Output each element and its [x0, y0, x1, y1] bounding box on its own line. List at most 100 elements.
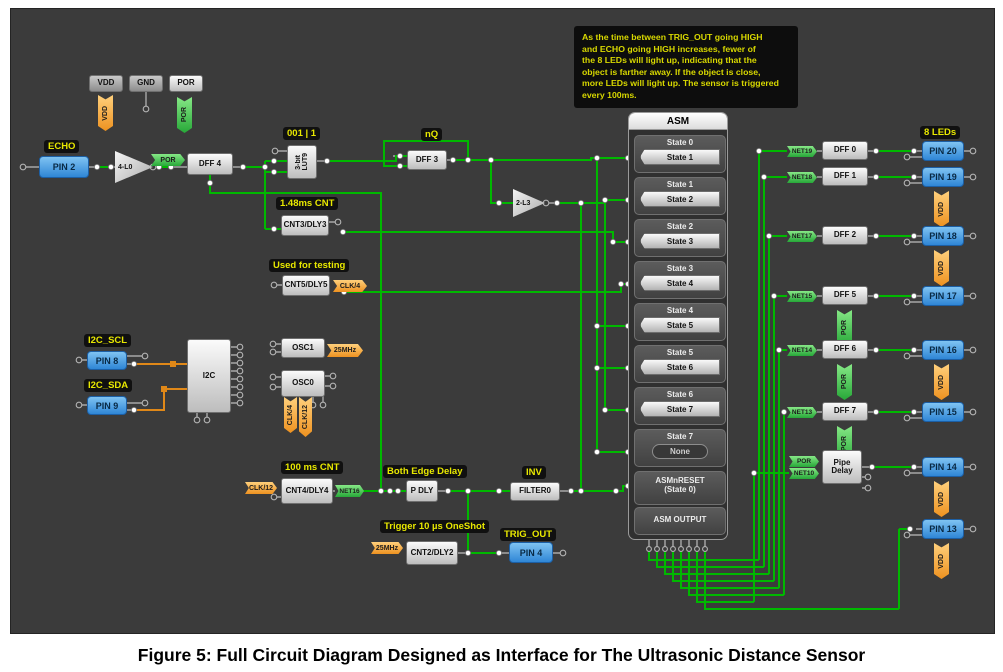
dff6-block[interactable]: DFF 6 [822, 340, 868, 359]
asm-state5-label: State 5 [666, 348, 694, 357]
net-tag-dff6[interactable]: NET14 [787, 345, 817, 356]
dff0-block[interactable]: DFF 0 [822, 141, 868, 160]
cnt2-block[interactable]: CNT2/DLY2 [406, 541, 458, 565]
vdd-tag-pin18[interactable]: VDD [934, 250, 949, 286]
dff2-block[interactable]: DFF 2 [822, 226, 868, 245]
25mhz-dst-tag[interactable]: 25MHz [371, 542, 403, 554]
por-block[interactable]: POR [169, 75, 203, 92]
inverter-2l3[interactable]: 2-L3 [513, 189, 545, 217]
vdd-tag-pin19[interactable]: VDD [934, 191, 949, 227]
asm-state3-label: State 3 [666, 264, 694, 273]
pin8[interactable]: PIN 8 [87, 351, 127, 370]
cnt4-label: 100 ms CNT [281, 461, 344, 474]
wiring-layer [19, 92, 977, 610]
por-tag[interactable]: POR [177, 97, 192, 133]
25mhz-tag[interactable]: 25MHz [327, 344, 363, 357]
asm-state4-next-button[interactable]: State 5 [640, 317, 720, 333]
asm-state7-none-button[interactable]: None [652, 444, 708, 459]
filter0-block[interactable]: FILTER0 [510, 482, 560, 501]
cnt5-block[interactable]: CNT5/DLY5 [282, 275, 330, 296]
asm-state6-next-button[interactable]: State 7 [640, 401, 720, 417]
pin2[interactable]: PIN 2 [39, 156, 89, 178]
net-tag-dff1[interactable]: NET18 [787, 172, 817, 183]
vdd-tag-pin13[interactable]: VDD [934, 543, 949, 579]
leds-header: 8 LEDs [920, 126, 961, 139]
pin16[interactable]: PIN 16 [922, 340, 964, 360]
dff5-block[interactable]: DFF 5 [822, 286, 868, 305]
pin18[interactable]: PIN 18 [922, 226, 964, 246]
net-tag-dff0[interactable]: NET19 [787, 146, 817, 157]
asm-state5-next-button[interactable]: State 6 [640, 359, 720, 375]
orange-wires [134, 361, 187, 411]
lut9-label: 001 | 1 [283, 127, 321, 140]
i2c-scl-label: I2C_SCL [84, 334, 132, 347]
cnt3-block[interactable]: CNT3/DLY3 [281, 215, 329, 236]
pin19[interactable]: PIN 19 [922, 167, 964, 187]
pin20[interactable]: PIN 20 [922, 141, 964, 161]
asm-state1-next-button[interactable]: State 2 [640, 191, 720, 207]
buffer-4l0[interactable]: 4-L0 [115, 151, 153, 183]
asm-block[interactable]: ASM State 0 State 1 State 1 State 2 Stat… [628, 112, 728, 540]
asm-state0-next-button[interactable]: State 1 [640, 149, 720, 165]
pin4[interactable]: PIN 4 [509, 542, 553, 563]
asm-state4-section: State 4 State 5 [634, 303, 726, 341]
por-net-tag[interactable]: POR [151, 154, 185, 166]
i2c-sda-label: I2C_SDA [84, 379, 133, 392]
asm-title: ASM [629, 113, 727, 130]
pin13[interactable]: PIN 13 [922, 519, 964, 539]
pin15[interactable]: PIN 15 [922, 402, 964, 422]
cnt2-label: Trigger 10 µs OneShot [380, 520, 490, 533]
asm-state1-section: State 1 State 2 [634, 177, 726, 215]
asm-state7-section: State 7 None [634, 429, 726, 467]
asm-state3-next-button[interactable]: State 4 [640, 275, 720, 291]
por-tag-dff6[interactable]: POR [837, 364, 852, 400]
por-tag-dff5[interactable]: POR [837, 310, 852, 346]
cnt3-label: 1.48ms CNT [276, 197, 339, 210]
net-tag-pipe[interactable]: NET10 [789, 468, 819, 479]
clk12-tag[interactable]: CLK/12 [245, 482, 277, 494]
asm-state5-section: State 5 State 6 [634, 345, 726, 383]
asm-state6-label: State 6 [666, 390, 694, 399]
i2c-block[interactable]: I2C [187, 339, 231, 413]
vdd-tag[interactable]: VDD [98, 95, 113, 131]
asm-state2-next-button[interactable]: State 3 [640, 233, 720, 249]
vdd-tag-pin14[interactable]: VDD [934, 481, 949, 517]
pin14[interactable]: PIN 14 [922, 457, 964, 477]
asm-output-label: ASM OUTPUT [653, 515, 707, 524]
por-tag-pipe[interactable]: POR [789, 456, 819, 467]
vdd-tag-pin16[interactable]: VDD [934, 364, 949, 400]
echo-label: ECHO [44, 140, 80, 153]
vdd-block[interactable]: VDD [89, 75, 123, 92]
pin9[interactable]: PIN 9 [87, 396, 127, 415]
asm-output-section[interactable]: ASM OUTPUT [634, 507, 726, 535]
asm-state2-label: State 2 [666, 222, 694, 231]
clk4-src-tag[interactable]: CLK/4 [284, 397, 297, 433]
nq-label: nQ [421, 128, 443, 141]
figure-caption: Figure 5: Full Circuit Diagram Designed … [137, 645, 866, 665]
osc1-block[interactable]: OSC1 [281, 338, 325, 358]
net-tag-dff7[interactable]: NET13 [787, 407, 817, 418]
gnd-block[interactable]: GND [129, 75, 163, 92]
net-tag-dff5[interactable]: NET15 [787, 291, 817, 302]
asm-state0-label: State 0 [666, 138, 694, 147]
clk4-tag[interactable]: CLK/4 [333, 280, 367, 292]
clk12-src-tag[interactable]: CLK/12 [299, 397, 312, 437]
dff4-block[interactable]: DFF 4 [187, 153, 233, 175]
asm-state0-section: State 0 State 1 [634, 135, 726, 173]
pdly-label: Both Edge Delay [383, 465, 467, 478]
dff1-block[interactable]: DFF 1 [822, 167, 868, 186]
pdly-block[interactable]: P DLY [406, 480, 438, 502]
net-tag-dff2[interactable]: NET17 [787, 231, 817, 242]
dff3-block[interactable]: DFF 3 [407, 150, 447, 170]
osc0-block[interactable]: OSC0 [281, 370, 325, 397]
cnt4-block[interactable]: CNT4/DLY4 [281, 478, 333, 504]
pin17[interactable]: PIN 17 [922, 286, 964, 306]
trigout-label: TRIG_OUT [500, 528, 557, 541]
net16-tag[interactable]: NET16 [335, 485, 364, 497]
dff7-block[interactable]: DFF 7 [822, 402, 868, 421]
annotation-note: As the time between TRIG_OUT going HIGH … [574, 26, 798, 108]
asm-nreset-section[interactable]: ASMnRESET (State 0) [634, 471, 726, 505]
